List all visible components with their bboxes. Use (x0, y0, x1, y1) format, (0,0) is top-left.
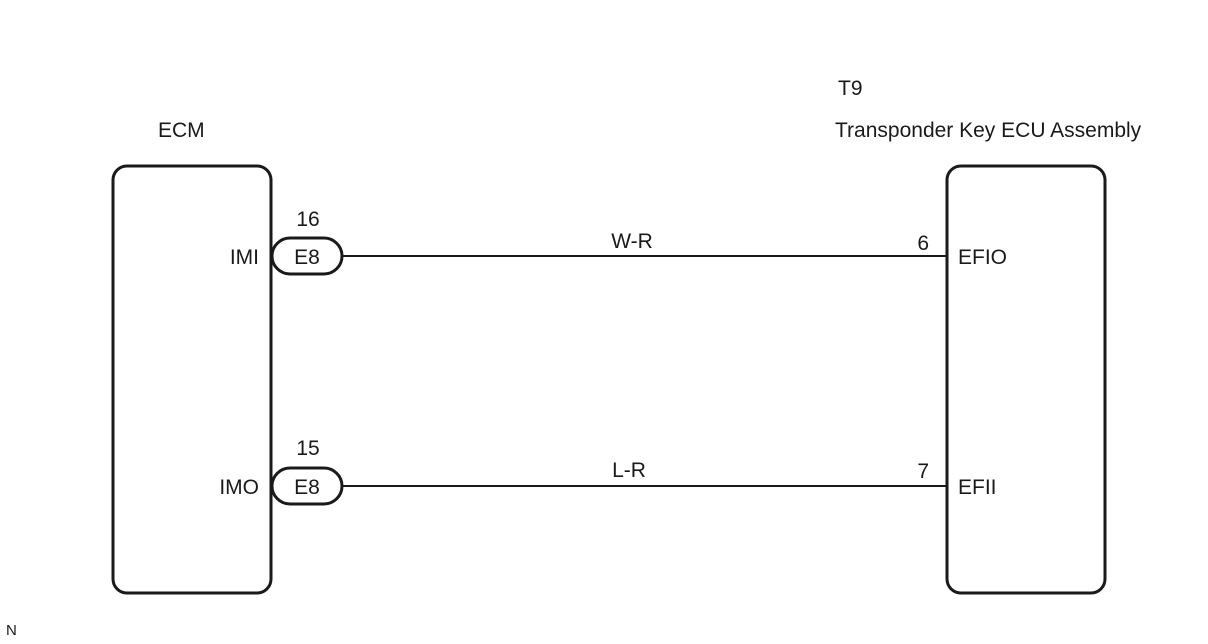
connector-e8-bottom (270, 466, 344, 506)
circuit-imo-efii: E8 15 IMO L-R 7 EFII (219, 437, 997, 506)
circuit-imi-efio: E8 16 IMI W-R 6 EFIO (230, 208, 1007, 276)
transponder-pin-label: EFII (958, 476, 997, 499)
connector-e8-top (270, 236, 344, 276)
pin-number: 16 (296, 208, 319, 231)
ecm-pin-label: IMO (219, 476, 259, 499)
connector-label: E8 (294, 246, 320, 269)
transponder-pin-label: EFIO (958, 246, 1007, 269)
wire-color-label: L-R (612, 459, 646, 482)
transponder-pin-number: 7 (917, 460, 929, 483)
connector-label: E8 (294, 476, 320, 499)
footer-mark: N (6, 622, 17, 639)
transponder-pin-number: 6 (917, 232, 929, 255)
transponder-code: T9 (838, 77, 863, 100)
transponder-box (945, 164, 1107, 595)
ecm-pin-label: IMI (230, 246, 259, 269)
wire-color-label: W-R (611, 230, 653, 253)
ecm-box (111, 164, 273, 595)
transponder-title: Transponder Key ECU Assembly (835, 119, 1142, 142)
ecm-title: ECM (158, 119, 205, 142)
pin-number: 15 (296, 437, 319, 460)
